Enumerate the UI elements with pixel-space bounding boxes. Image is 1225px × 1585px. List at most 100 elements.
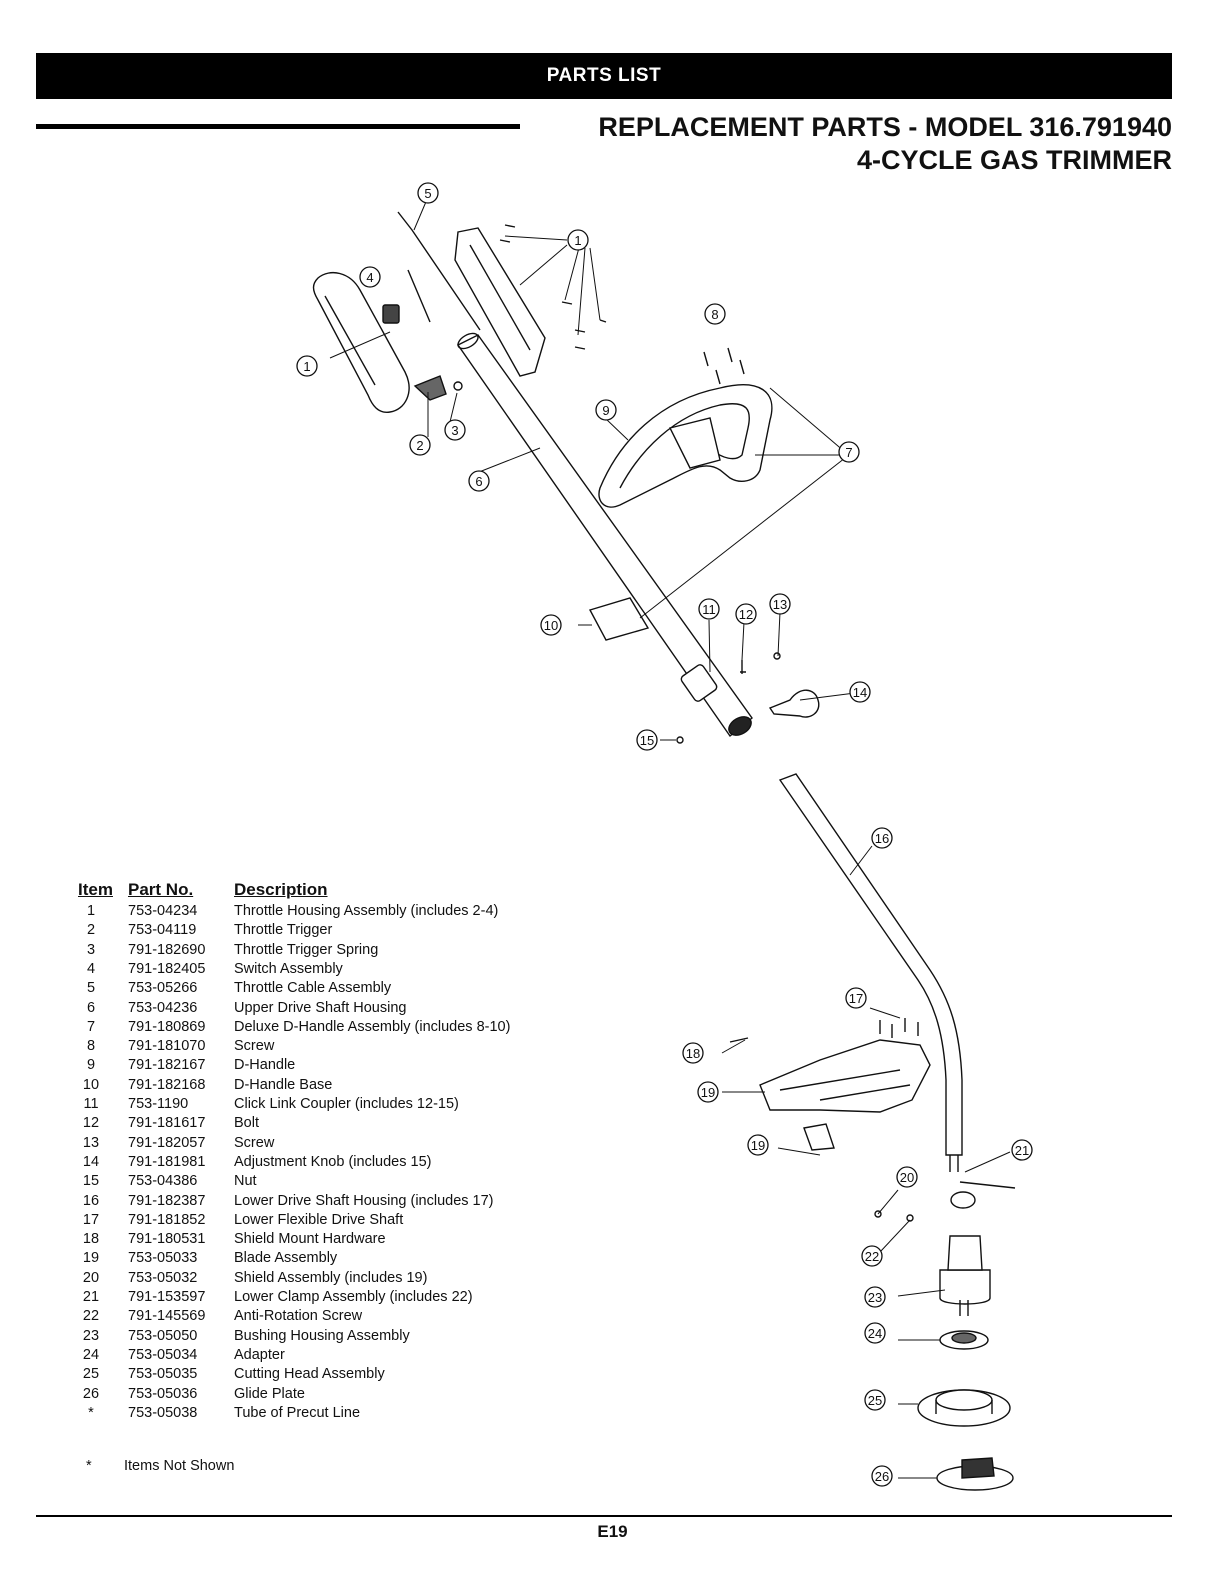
callout-15: 15 [636, 729, 658, 751]
description-cell: Upper Drive Shaft Housing [234, 999, 407, 1016]
header-rule [36, 124, 520, 129]
svg-text:2: 2 [416, 438, 423, 453]
item-cell: 19 [82, 1250, 100, 1267]
part-number-cell: 791-181070 [128, 1038, 206, 1055]
footnote: *Items Not Shown [86, 1458, 234, 1474]
callout-6: 6 [468, 470, 490, 492]
part-number-cell: 791-181852 [128, 1211, 206, 1228]
item-cell: 24 [82, 1346, 100, 1363]
svg-text:26: 26 [875, 1469, 889, 1484]
description-cell: Throttle Cable Assembly [234, 980, 392, 997]
item-cell: 16 [82, 1192, 100, 1209]
part-number-cell: 791-182168 [128, 1076, 206, 1093]
item-cell: 21 [82, 1289, 100, 1305]
description-cell: Bolt [234, 1115, 259, 1132]
footnote-text: Items Not Shown [124, 1458, 235, 1474]
item-cell: 18 [82, 1231, 100, 1248]
part-number-cell: 791-182690 [128, 941, 206, 958]
table-row: 8 791-181070 Screw [78, 1037, 578, 1056]
item-cell: 25 [82, 1366, 100, 1383]
callout-4: 4 [359, 266, 381, 288]
callout-7: 7 [838, 441, 860, 463]
description-cell: Click Link Coupler (includes 12-15) [234, 1096, 459, 1112]
description-cell: D-Handle [234, 1057, 296, 1074]
svg-text:11: 11 [702, 602, 716, 617]
item-cell: 4 [86, 960, 96, 977]
item-cell: 5 [86, 980, 96, 997]
description-cell: Lower Drive Shaft Housing (includes 17) [234, 1192, 494, 1209]
description-cell: Shield Assembly (includes 19) [234, 1269, 428, 1286]
item-cell: * [88, 1404, 94, 1421]
column-header-part-no: Part No. [128, 880, 194, 899]
callout-24: 24 [864, 1322, 886, 1344]
description-cell: Blade Assembly [234, 1250, 338, 1267]
svg-text:22: 22 [865, 1249, 879, 1264]
svg-text:7: 7 [845, 445, 852, 460]
callout-16: 16 [871, 827, 893, 849]
column-header-item: Item [78, 880, 113, 899]
part-number-cell: 753-05034 [128, 1346, 198, 1363]
item-cell: 15 [82, 1173, 100, 1190]
svg-text:12: 12 [739, 607, 753, 622]
item-cell: 20 [82, 1269, 100, 1286]
column-header-description: Description [234, 880, 328, 899]
description-cell: Deluxe D-Handle Assembly (includes 8-10) [234, 1018, 511, 1035]
part-number-cell: 753-04119 [128, 922, 197, 939]
part-number-cell: 791-182167 [128, 1057, 206, 1074]
part-number-cell: 791-145569 [128, 1308, 206, 1325]
item-cell: 14 [82, 1153, 100, 1170]
adjustment-knob [768, 689, 820, 718]
callout-19: 19 [697, 1081, 719, 1103]
part-number-cell: 753-1190 [128, 1096, 189, 1112]
page-number: E19 [597, 1522, 628, 1541]
svg-text:1: 1 [303, 359, 310, 374]
callout-14: 14 [849, 681, 871, 703]
svg-text:6: 6 [475, 474, 482, 489]
svg-text:18: 18 [686, 1046, 700, 1061]
shield-assembly [759, 1039, 931, 1113]
description-cell: Lower Clamp Assembly (includes 22) [234, 1289, 473, 1305]
callout-19: 19 [747, 1134, 769, 1156]
svg-text:14: 14 [853, 685, 867, 700]
callout-11: 11 [698, 598, 720, 620]
description-cell: Screw [234, 1134, 275, 1151]
description-cell: Screw [234, 1038, 275, 1055]
description-cell: Adjustment Knob (includes 15) [234, 1153, 432, 1170]
part-number-cell: 791-153597 [128, 1289, 206, 1305]
part-number-cell: 753-05033 [128, 1250, 198, 1267]
item-cell: 13 [82, 1134, 100, 1151]
part-number-cell: 753-05266 [128, 980, 198, 997]
part-number-cell: 791-182057 [128, 1134, 206, 1151]
part-number-cell: 791-180869 [128, 1018, 206, 1035]
page-title: REPLACEMENT PARTS - MODEL 316.791940 [598, 112, 1172, 142]
callout-5: 5 [417, 182, 439, 204]
item-cell: 3 [86, 941, 96, 958]
callout-26: 26 [871, 1465, 893, 1487]
item-cell: 8 [86, 1038, 96, 1055]
table-row: 5 753-05266 Throttle Cable Assembly [78, 979, 578, 998]
part-number-cell: 753-04234 [128, 903, 198, 919]
part-number-cell: 791-182405 [128, 960, 206, 977]
callout-22: 22 [861, 1245, 883, 1267]
svg-text:5: 5 [424, 186, 431, 201]
svg-text:4: 4 [366, 270, 373, 285]
item-cell: 12 [82, 1115, 100, 1132]
svg-text:1: 1 [574, 233, 581, 248]
d-handle-base [588, 597, 650, 641]
description-cell: D-Handle Base [234, 1076, 333, 1093]
svg-text:17: 17 [849, 991, 863, 1006]
callout-3: 3 [444, 419, 466, 441]
description-cell: Anti-Rotation Screw [234, 1308, 363, 1325]
callout-13: 13 [769, 593, 791, 615]
